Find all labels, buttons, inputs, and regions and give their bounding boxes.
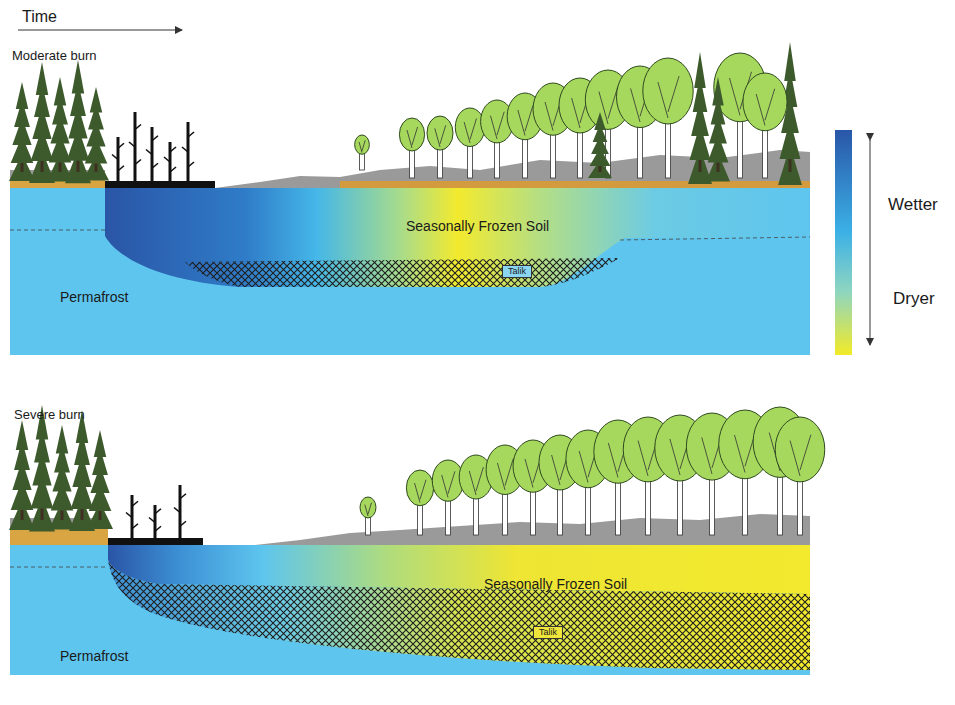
layer-label: Permafrost [60,289,128,305]
branch [442,471,455,497]
branch [359,140,365,152]
deciduous-crown [355,135,370,154]
branch [435,125,446,147]
tree-trunk [599,166,602,172]
tree-trunk [41,509,44,521]
conifer-tree [706,153,730,182]
deciduous-crown [399,118,424,151]
branch [756,89,775,126]
burned-branch [182,147,188,152]
conifer-tree [49,501,75,530]
axis-title: Time [22,8,57,26]
branch [469,467,483,495]
deciduous-crown [427,116,453,150]
burned-branch [149,518,155,523]
branch [490,112,504,139]
burned-branch [135,160,141,165]
burned-branch [164,157,170,162]
talik-tag: Talik [533,626,563,639]
branch [518,106,533,136]
talik-label: Talik [539,627,557,637]
burned-branch [132,501,138,506]
burned-branch [155,509,161,514]
talik-tag: Talik [502,265,532,278]
legend-label: Dryer [893,289,935,309]
tree-trunk [41,161,44,172]
branch [415,480,426,503]
branch [790,435,811,476]
burned-branch [188,162,194,167]
burned-branch [180,494,186,499]
talik-label: Talik [508,266,526,276]
tree-trunk [61,511,64,521]
tree-trunk [81,509,84,520]
burned-branch [188,132,194,137]
tree-trunk [99,511,102,520]
burned-branch [118,143,124,148]
conifer-tree [9,154,35,181]
burned-branch [152,136,158,141]
burned-branch [126,513,132,518]
tree-trunk [21,510,24,520]
burned-branch [174,508,180,513]
conifer-tree [83,155,109,181]
conifer-tree [9,500,35,530]
burned-branch [170,167,176,172]
conifer-tree [778,146,802,185]
branch [365,503,372,516]
tree-trunk [95,164,98,173]
legend-label: Wetter [888,195,938,215]
burned-branch [146,150,152,155]
burned-branch [170,147,176,152]
burned-branch [135,125,141,130]
burned-branch [112,155,118,160]
deciduous-crown [643,58,693,124]
branch [658,76,679,118]
layer-label: Seasonally Frozen Soil [406,218,549,234]
conifer-tree [588,160,612,178]
deciduous-crown [743,73,787,131]
tree-trunk [717,163,720,173]
tree-trunk [77,161,80,172]
deciduous-crown [775,417,825,482]
tree-trunk [59,163,62,173]
deciduous-crown [360,497,376,518]
tree-trunk [699,160,702,172]
deciduous-crown [455,108,484,147]
deciduous-crown [406,470,433,506]
layer-label: Permafrost [60,648,128,664]
burned-branch [152,163,158,168]
layer-label: Seasonally Frozen Soil [484,576,627,592]
panel-title: Severe burn [14,408,85,423]
burned-branch [129,142,135,147]
burned-branch [132,524,138,529]
tree-trunk [21,163,24,172]
tree-trunk [789,159,792,172]
branch [464,119,476,144]
burned-branch [180,521,186,526]
panel-title: Moderate burn [12,49,97,64]
branch [407,127,418,148]
branch [497,459,513,491]
conifer-tree [87,502,113,529]
burned-branch [155,526,161,531]
burned-branch [118,166,124,171]
